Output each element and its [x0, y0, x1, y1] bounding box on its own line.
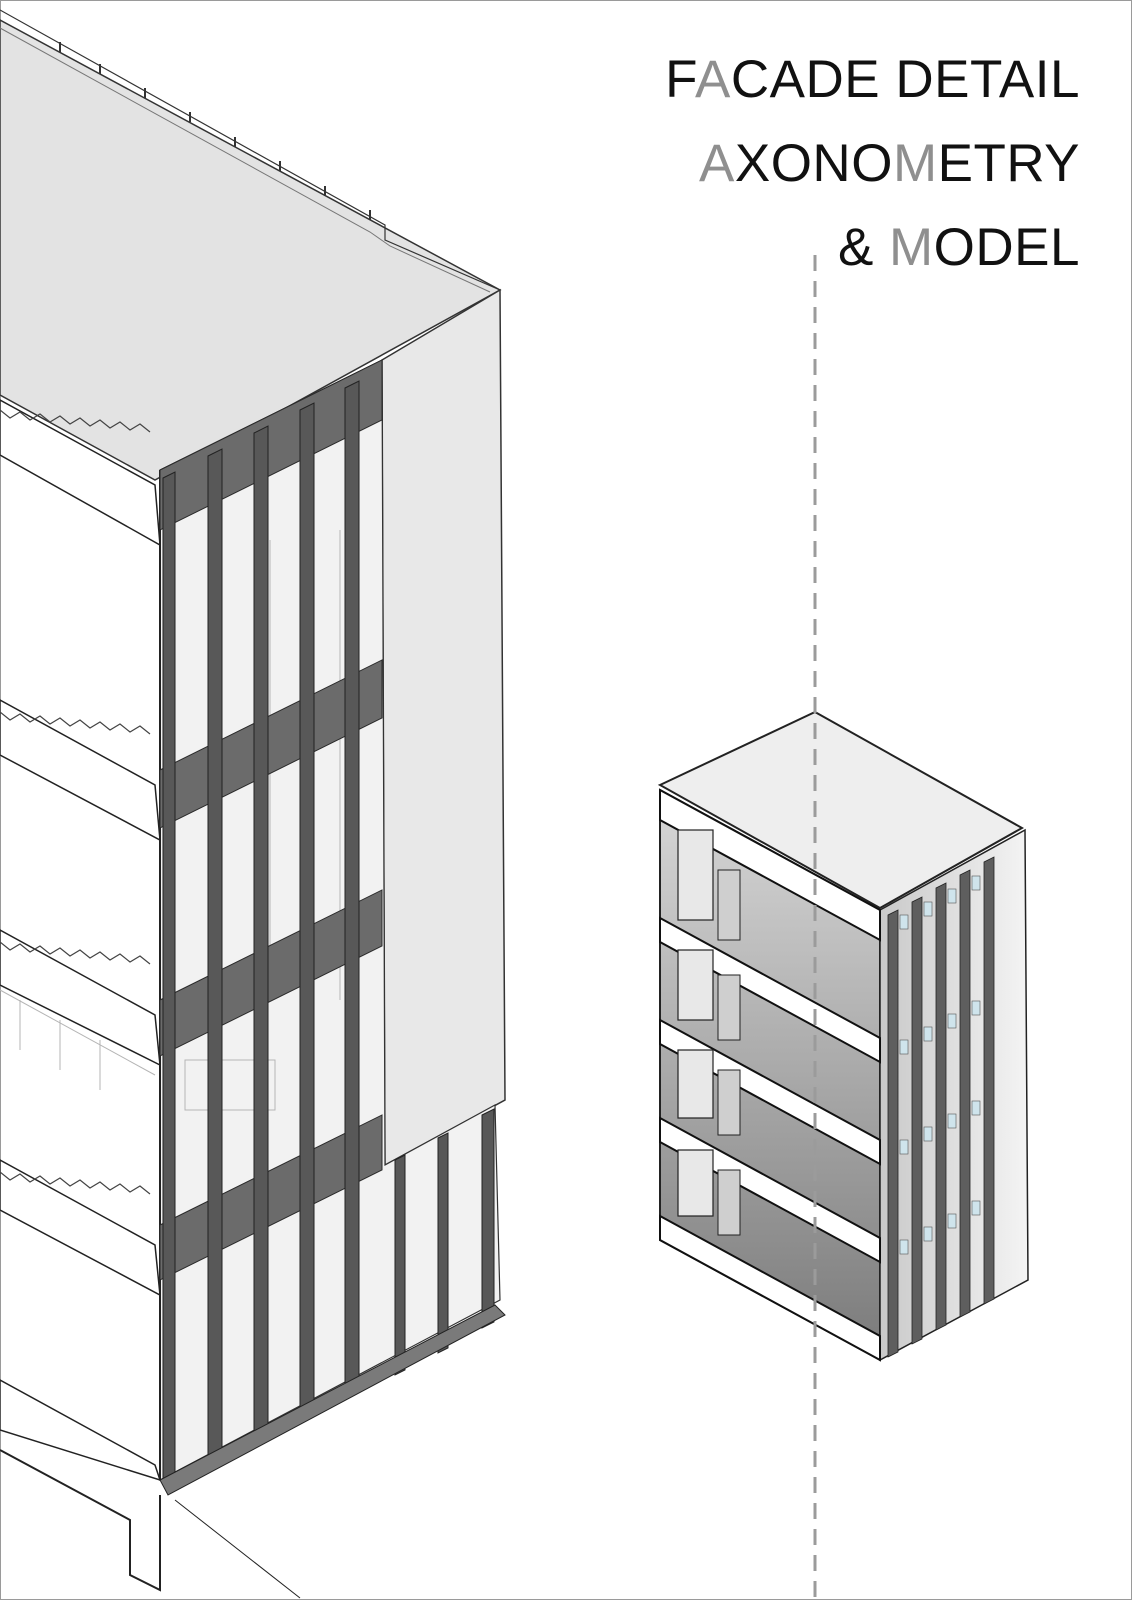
lower-fins [394, 1108, 495, 1376]
title-segment: & [837, 218, 890, 277]
model-window-lights [899, 875, 981, 1255]
base-cill [159, 1304, 506, 1496]
model-stairs [717, 869, 741, 1236]
title-segment: M [889, 218, 934, 277]
model-columns [677, 829, 714, 1217]
title-segment: ODEL [933, 218, 1080, 277]
title-segment: M [892, 134, 938, 193]
facade-detail-axonometry [0, 9, 506, 1599]
title-segment: CADE DETAIL [730, 50, 1080, 109]
roof-slab [0, 19, 502, 481]
title-segment: ETRY [937, 134, 1080, 193]
title-segment: XONO [734, 134, 893, 193]
model-side-facade [879, 828, 1029, 1362]
title-line-3: & MODEL [665, 206, 1080, 290]
title-segment: A [695, 50, 731, 109]
title-segment: F [665, 50, 696, 109]
model-floor-slabs [659, 788, 881, 1362]
title-line-1: FACADE DETAIL [665, 38, 1080, 122]
side-wall [381, 288, 506, 1167]
roof-parapet-edge [0, 9, 501, 291]
facade-model [657, 710, 1029, 1362]
model-side-fins [887, 856, 995, 1358]
floor-insulation-hatch [0, 409, 151, 1195]
base-cut [0, 1449, 161, 1592]
roof-parapet-inner [0, 27, 491, 293]
roof-parapet-ticks [59, 42, 371, 220]
model-roof [657, 710, 1025, 910]
section-cut-floors [0, 399, 162, 1482]
ground-line [174, 1499, 301, 1599]
title-line-2: AXONOMETRY [665, 122, 1080, 206]
title-segment: A [699, 134, 735, 193]
